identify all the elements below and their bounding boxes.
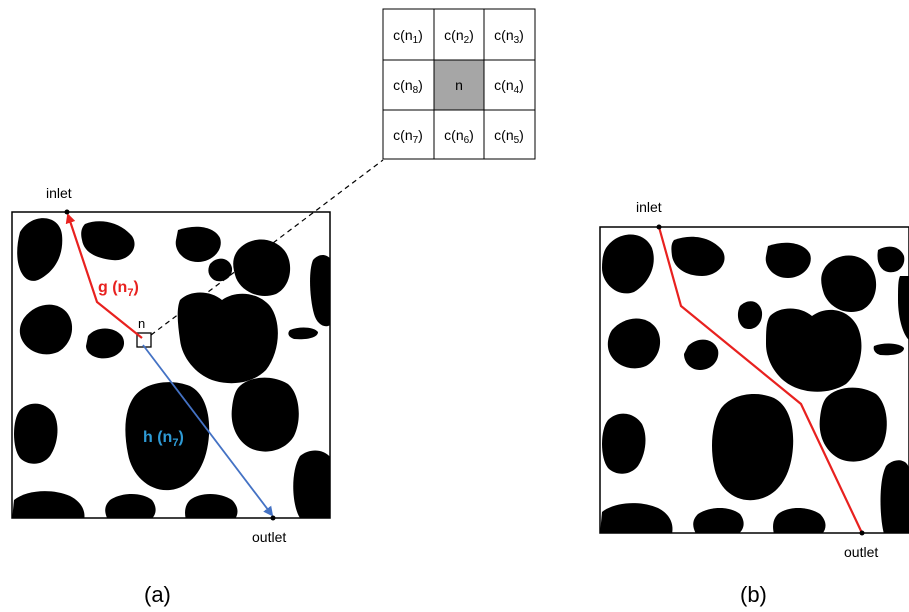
panel-b-obstacles <box>600 234 909 533</box>
caption-b: (b) <box>740 582 767 607</box>
h-path-arrow <box>142 344 274 517</box>
grid-cell-c-n8: c(n8) <box>393 77 423 96</box>
outlet-point-b <box>859 530 865 536</box>
outlet-point-a <box>270 515 276 521</box>
inlet-point-a <box>64 209 70 215</box>
grid-cell-center-n: n <box>455 77 463 93</box>
grid-cell-c-n3: c(n3) <box>494 27 524 46</box>
g-path-arrow <box>65 213 143 339</box>
grid-cell-c-n7: c(n7) <box>393 127 423 146</box>
grid-cell-c-n1: c(n1) <box>393 27 423 46</box>
grid-cell-c-n5: c(n5) <box>494 127 524 146</box>
zoom-connector <box>150 159 384 336</box>
outlet-label-b: outlet <box>844 544 878 560</box>
inlet-point-b <box>656 224 662 230</box>
outlet-label-a: outlet <box>252 529 286 545</box>
grid-cell-c-n6: c(n6) <box>444 127 474 146</box>
g-label: g (n7) <box>98 279 139 299</box>
panel-a-obstacles <box>12 218 330 518</box>
inlet-label-b: inlet <box>636 199 662 215</box>
panel-b-frame <box>599 226 909 534</box>
optimal-path <box>657 226 863 534</box>
panel-a: n g (n7) h (n7) inlet outlet (a) <box>11 185 331 607</box>
h-label: h (n7) <box>143 429 184 449</box>
grid-center-fill <box>434 60 484 110</box>
panel-b: inlet outlet (b) <box>599 199 909 607</box>
panel-a-frame <box>11 211 331 519</box>
caption-a: (a) <box>144 582 171 607</box>
grid-cell-c-n2: c(n2) <box>444 27 474 46</box>
inlet-label-a: inlet <box>46 185 72 201</box>
grid-cell-c-n4: c(n4) <box>494 77 524 96</box>
node-label: n <box>138 316 145 331</box>
neighborhood-grid: c(n1) c(n2) c(n3) c(n8) n c(n4) c(n7) c(… <box>382 8 536 160</box>
